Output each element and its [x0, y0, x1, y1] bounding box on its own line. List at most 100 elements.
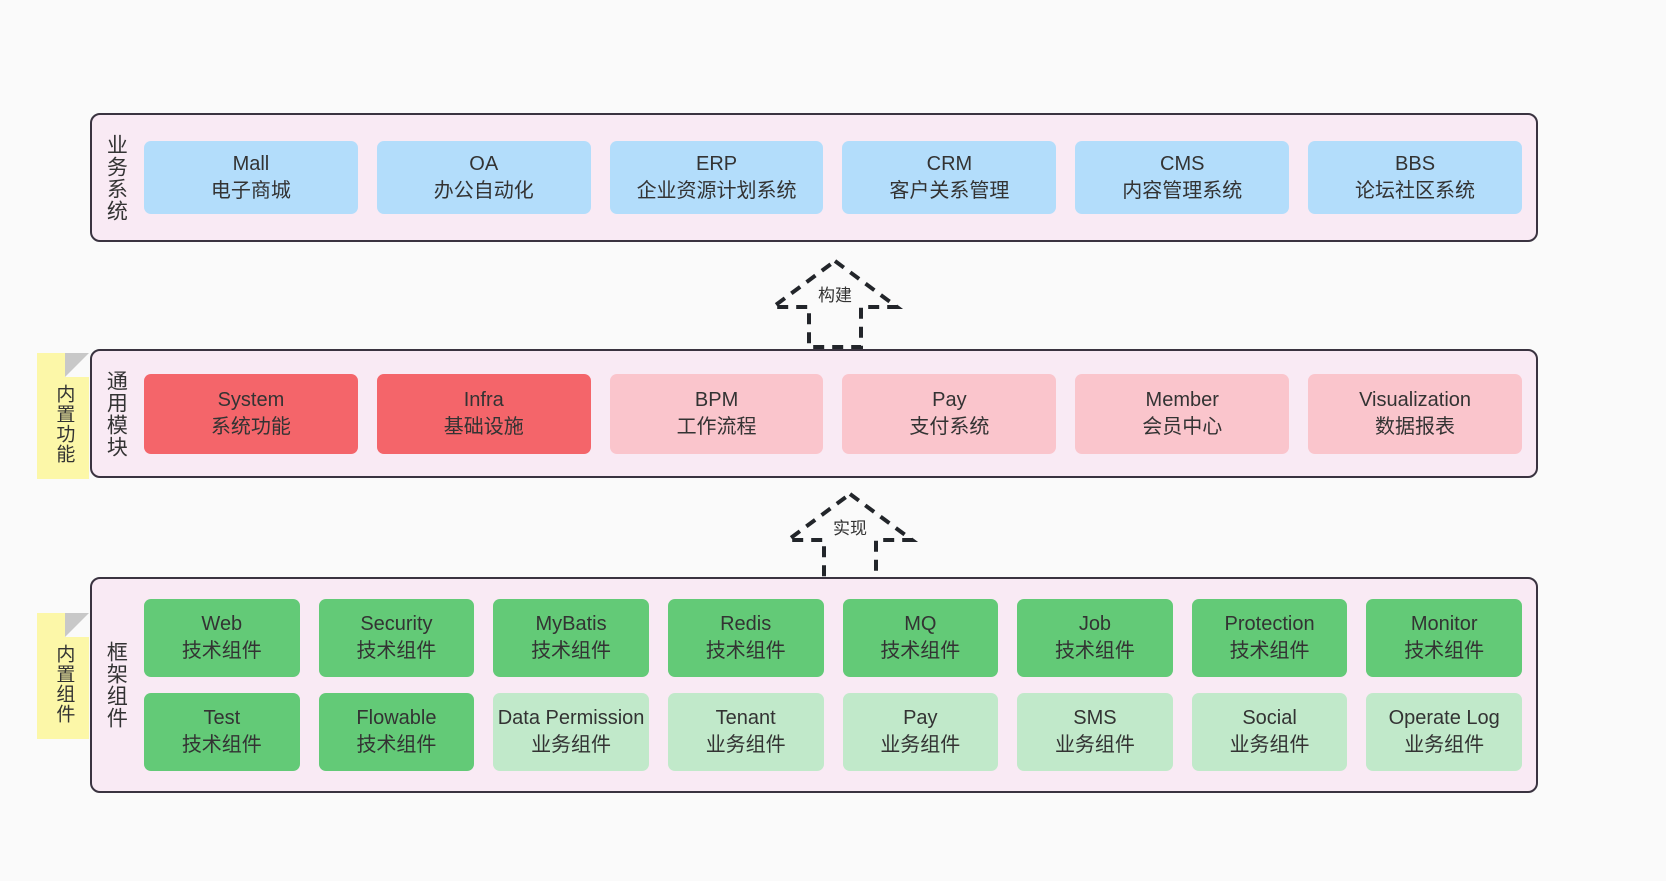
node-member-cn: 会员中心 [1142, 415, 1223, 438]
node-pay-component[interactable]: Pay 业务组件 [842, 693, 999, 771]
layer-common-modules: 通用模块 System 系统功能 Infra 基础设施 BPM 工作流程 Pay… [90, 349, 1538, 478]
node-data-permission-cn: 业务组件 [531, 734, 612, 756]
node-member[interactable]: Member 会员中心 [1075, 373, 1290, 454]
note-builtin-features-label: 内置功能 [53, 384, 75, 464]
node-security-cn: 技术组件 [356, 640, 437, 662]
node-data-permission[interactable]: Data Permission 业务组件 [493, 693, 649, 771]
node-tenant[interactable]: Tenant 业务组件 [667, 693, 824, 771]
node-test-cn: 技术组件 [181, 734, 262, 756]
node-protection-en: Protection [1224, 613, 1315, 636]
node-visualization-cn: 数据报表 [1375, 415, 1456, 438]
node-sms-en: SMS [1073, 707, 1117, 730]
node-flowable[interactable]: Flowable 技术组件 [318, 693, 475, 771]
connector-implement: 实现 [760, 488, 940, 583]
node-bpm[interactable]: BPM 工作流程 [609, 373, 824, 454]
node-job-cn: 技术组件 [1054, 640, 1135, 662]
node-operate-log[interactable]: Operate Log 业务组件 [1366, 693, 1522, 771]
layer-framework-components-body: Web 技术组件 Security 技术组件 MyBatis 技术组件 Redi… [138, 579, 1536, 791]
node-infra[interactable]: Infra 基础设施 [376, 373, 591, 454]
node-oa-cn: 办公自动化 [433, 179, 534, 202]
node-bbs[interactable]: BBS 论坛社区系统 [1308, 141, 1522, 214]
node-social[interactable]: Social 业务组件 [1191, 693, 1348, 771]
node-redis-en: Redis [720, 613, 772, 636]
node-crm-cn: 客户关系管理 [889, 179, 1010, 202]
layer-common-modules-label: 通用模块 [104, 369, 128, 458]
common-modules-row: System 系统功能 Infra 基础设施 BPM 工作流程 Pay 支付系统… [144, 373, 1522, 454]
node-pay-component-en: Pay [903, 707, 938, 730]
node-erp-en: ERP [696, 152, 738, 175]
node-job-en: Job [1078, 613, 1112, 636]
node-crm[interactable]: CRM 客户关系管理 [842, 141, 1057, 214]
node-oa[interactable]: OA 办公自动化 [376, 141, 591, 214]
node-operate-log-cn: 业务组件 [1404, 734, 1485, 756]
node-pay-module[interactable]: Pay 支付系统 [842, 373, 1057, 454]
node-mq-en: MQ [904, 613, 937, 636]
node-web-cn: 技术组件 [181, 640, 262, 662]
node-infra-cn: 基础设施 [443, 415, 524, 438]
node-mybatis[interactable]: MyBatis 技术组件 [493, 599, 649, 677]
node-tenant-en: Tenant [715, 707, 776, 730]
node-monitor-en: Monitor [1410, 613, 1478, 636]
layer-business-systems-body: Mall 电子商城 OA 办公自动化 ERP 企业资源计划系统 CRM 客户关系… [138, 115, 1536, 240]
connector-build: 构建 [745, 255, 925, 350]
framework-biz-row: Test 技术组件 Flowable 技术组件 Data Permission … [144, 693, 1522, 771]
layer-common-modules-body: System 系统功能 Infra 基础设施 BPM 工作流程 Pay 支付系统… [138, 351, 1536, 476]
connector-implement-shape [781, 491, 919, 582]
node-web[interactable]: Web 技术组件 [144, 599, 300, 677]
node-mybatis-cn: 技术组件 [531, 640, 612, 662]
node-web-en: Web [201, 613, 243, 636]
layer-business-systems-label: 业务系统 [104, 133, 128, 222]
node-bbs-en: BBS [1395, 152, 1436, 175]
node-cms-en: CMS [1160, 152, 1205, 175]
node-protection-cn: 技术组件 [1229, 640, 1310, 662]
node-flowable-cn: 技术组件 [356, 734, 437, 756]
layer-business-systems: 业务系统 Mall 电子商城 OA 办公自动化 ERP 企业资源计划系统 CRM… [90, 113, 1538, 242]
note-builtin-components-label: 内置组件 [53, 644, 75, 724]
node-test-en: Test [203, 707, 241, 730]
layer-framework-components-label: 框架组件 [104, 641, 128, 729]
connector-build-shape [766, 258, 904, 349]
node-redis[interactable]: Redis 技术组件 [667, 599, 824, 677]
node-monitor-cn: 技术组件 [1404, 640, 1485, 662]
node-system-en: System [217, 388, 285, 411]
node-mall[interactable]: Mall 电子商城 [144, 141, 358, 214]
node-redis-cn: 技术组件 [705, 640, 786, 662]
node-pay-component-cn: 业务组件 [880, 734, 961, 756]
note-builtin-features: 内置功能 [37, 353, 89, 479]
node-flowable-en: Flowable [356, 707, 437, 730]
node-crm-en: CRM [926, 152, 973, 175]
node-cms[interactable]: CMS 内容管理系统 [1075, 141, 1290, 214]
node-pay-module-cn: 支付系统 [909, 415, 990, 438]
node-operate-log-en: Operate Log [1388, 707, 1500, 730]
node-mybatis-en: MyBatis [535, 613, 607, 636]
node-mall-cn: 电子商城 [210, 179, 291, 202]
framework-tech-row: Web 技术组件 Security 技术组件 MyBatis 技术组件 Redi… [144, 599, 1522, 677]
node-data-permission-en: Data Permission [497, 707, 645, 730]
node-visualization[interactable]: Visualization 数据报表 [1308, 373, 1522, 454]
node-visualization-en: Visualization [1359, 388, 1472, 411]
note-builtin-components: 内置组件 [37, 613, 89, 739]
node-test[interactable]: Test 技术组件 [144, 693, 300, 771]
node-sms-cn: 业务组件 [1054, 734, 1135, 756]
node-job[interactable]: Job 技术组件 [1017, 599, 1173, 677]
node-tenant-cn: 业务组件 [705, 734, 786, 756]
node-member-en: Member [1145, 388, 1219, 411]
node-mq-cn: 技术组件 [880, 640, 961, 662]
node-cms-cn: 内容管理系统 [1122, 179, 1243, 202]
node-social-en: Social [1242, 707, 1297, 730]
node-monitor[interactable]: Monitor 技术组件 [1366, 599, 1522, 677]
node-erp[interactable]: ERP 企业资源计划系统 [609, 141, 824, 214]
node-security[interactable]: Security 技术组件 [318, 599, 475, 677]
node-pay-module-en: Pay [932, 388, 967, 411]
node-mq[interactable]: MQ 技术组件 [842, 599, 999, 677]
business-systems-row: Mall 电子商城 OA 办公自动化 ERP 企业资源计划系统 CRM 客户关系… [144, 141, 1522, 214]
node-mall-en: Mall [232, 152, 270, 175]
node-protection[interactable]: Protection 技术组件 [1191, 599, 1348, 677]
layer-framework-components: 框架组件 Web 技术组件 Security 技术组件 MyBatis 技术组件… [90, 577, 1538, 793]
node-system-cn: 系统功能 [210, 415, 291, 438]
node-security-en: Security [360, 613, 433, 636]
node-sms[interactable]: SMS 业务组件 [1017, 693, 1173, 771]
node-infra-en: Infra [463, 388, 504, 411]
node-system[interactable]: System 系统功能 [144, 373, 358, 454]
